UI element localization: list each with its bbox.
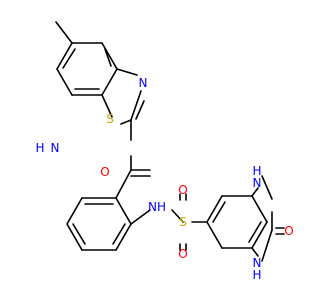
bond	[101, 94, 113, 118]
bond	[130, 90, 142, 121]
imidazole-nh-top-h-label: H	[252, 164, 261, 178]
bond	[115, 169, 132, 199]
bond	[101, 68, 118, 96]
bond	[56, 42, 73, 70]
bond	[62, 48, 76, 69]
bond	[248, 221, 262, 243]
bond	[261, 175, 273, 200]
nitrogen-atom-label: N	[139, 76, 148, 90]
sulfonyl-sulfur-label: S	[179, 215, 187, 229]
bond-lines	[55, 21, 285, 262]
amide-hydrogen-label: H	[35, 141, 44, 155]
urea-oxygen-label: O	[284, 224, 293, 238]
bond	[66, 197, 83, 225]
sulfonamide-nh-label: NH	[148, 200, 166, 214]
bond	[130, 209, 151, 225]
bond	[66, 223, 83, 251]
atom-labels: S N H N O NH S O O H N H N O	[35, 76, 293, 282]
bond	[171, 209, 184, 223]
bond	[101, 42, 118, 70]
bond	[56, 68, 73, 96]
bond	[55, 21, 73, 44]
bond	[251, 247, 259, 257]
bond	[104, 48, 112, 67]
bond	[251, 195, 268, 223]
bond	[116, 68, 138, 76]
imidazole-nh-top-n-label: N	[253, 176, 262, 190]
sulfonyl-oxygen-bottom-label: O	[178, 247, 187, 261]
bond	[115, 197, 132, 225]
amide-nitrogen-label: N	[51, 141, 60, 155]
bond	[251, 221, 268, 249]
bond	[115, 223, 132, 251]
bond	[135, 100, 145, 120]
molecule-structure: S N H N O NH S O O H N H N O	[35, 21, 294, 282]
bond	[251, 187, 259, 197]
bond	[261, 229, 273, 262]
imidazole-nh-bottom-h-label: H	[252, 268, 261, 282]
sulfur-atom-label: S	[106, 112, 114, 126]
bond	[120, 119, 132, 125]
imidazole-nh-bottom-n-label: N	[253, 256, 262, 270]
bond	[72, 223, 86, 245]
amide-oxygen-label: O	[100, 165, 109, 179]
sulfonyl-oxygen-top-label: O	[178, 183, 187, 197]
bond	[112, 223, 126, 245]
bond	[206, 195, 223, 223]
bond	[212, 201, 226, 223]
bond	[206, 221, 223, 249]
